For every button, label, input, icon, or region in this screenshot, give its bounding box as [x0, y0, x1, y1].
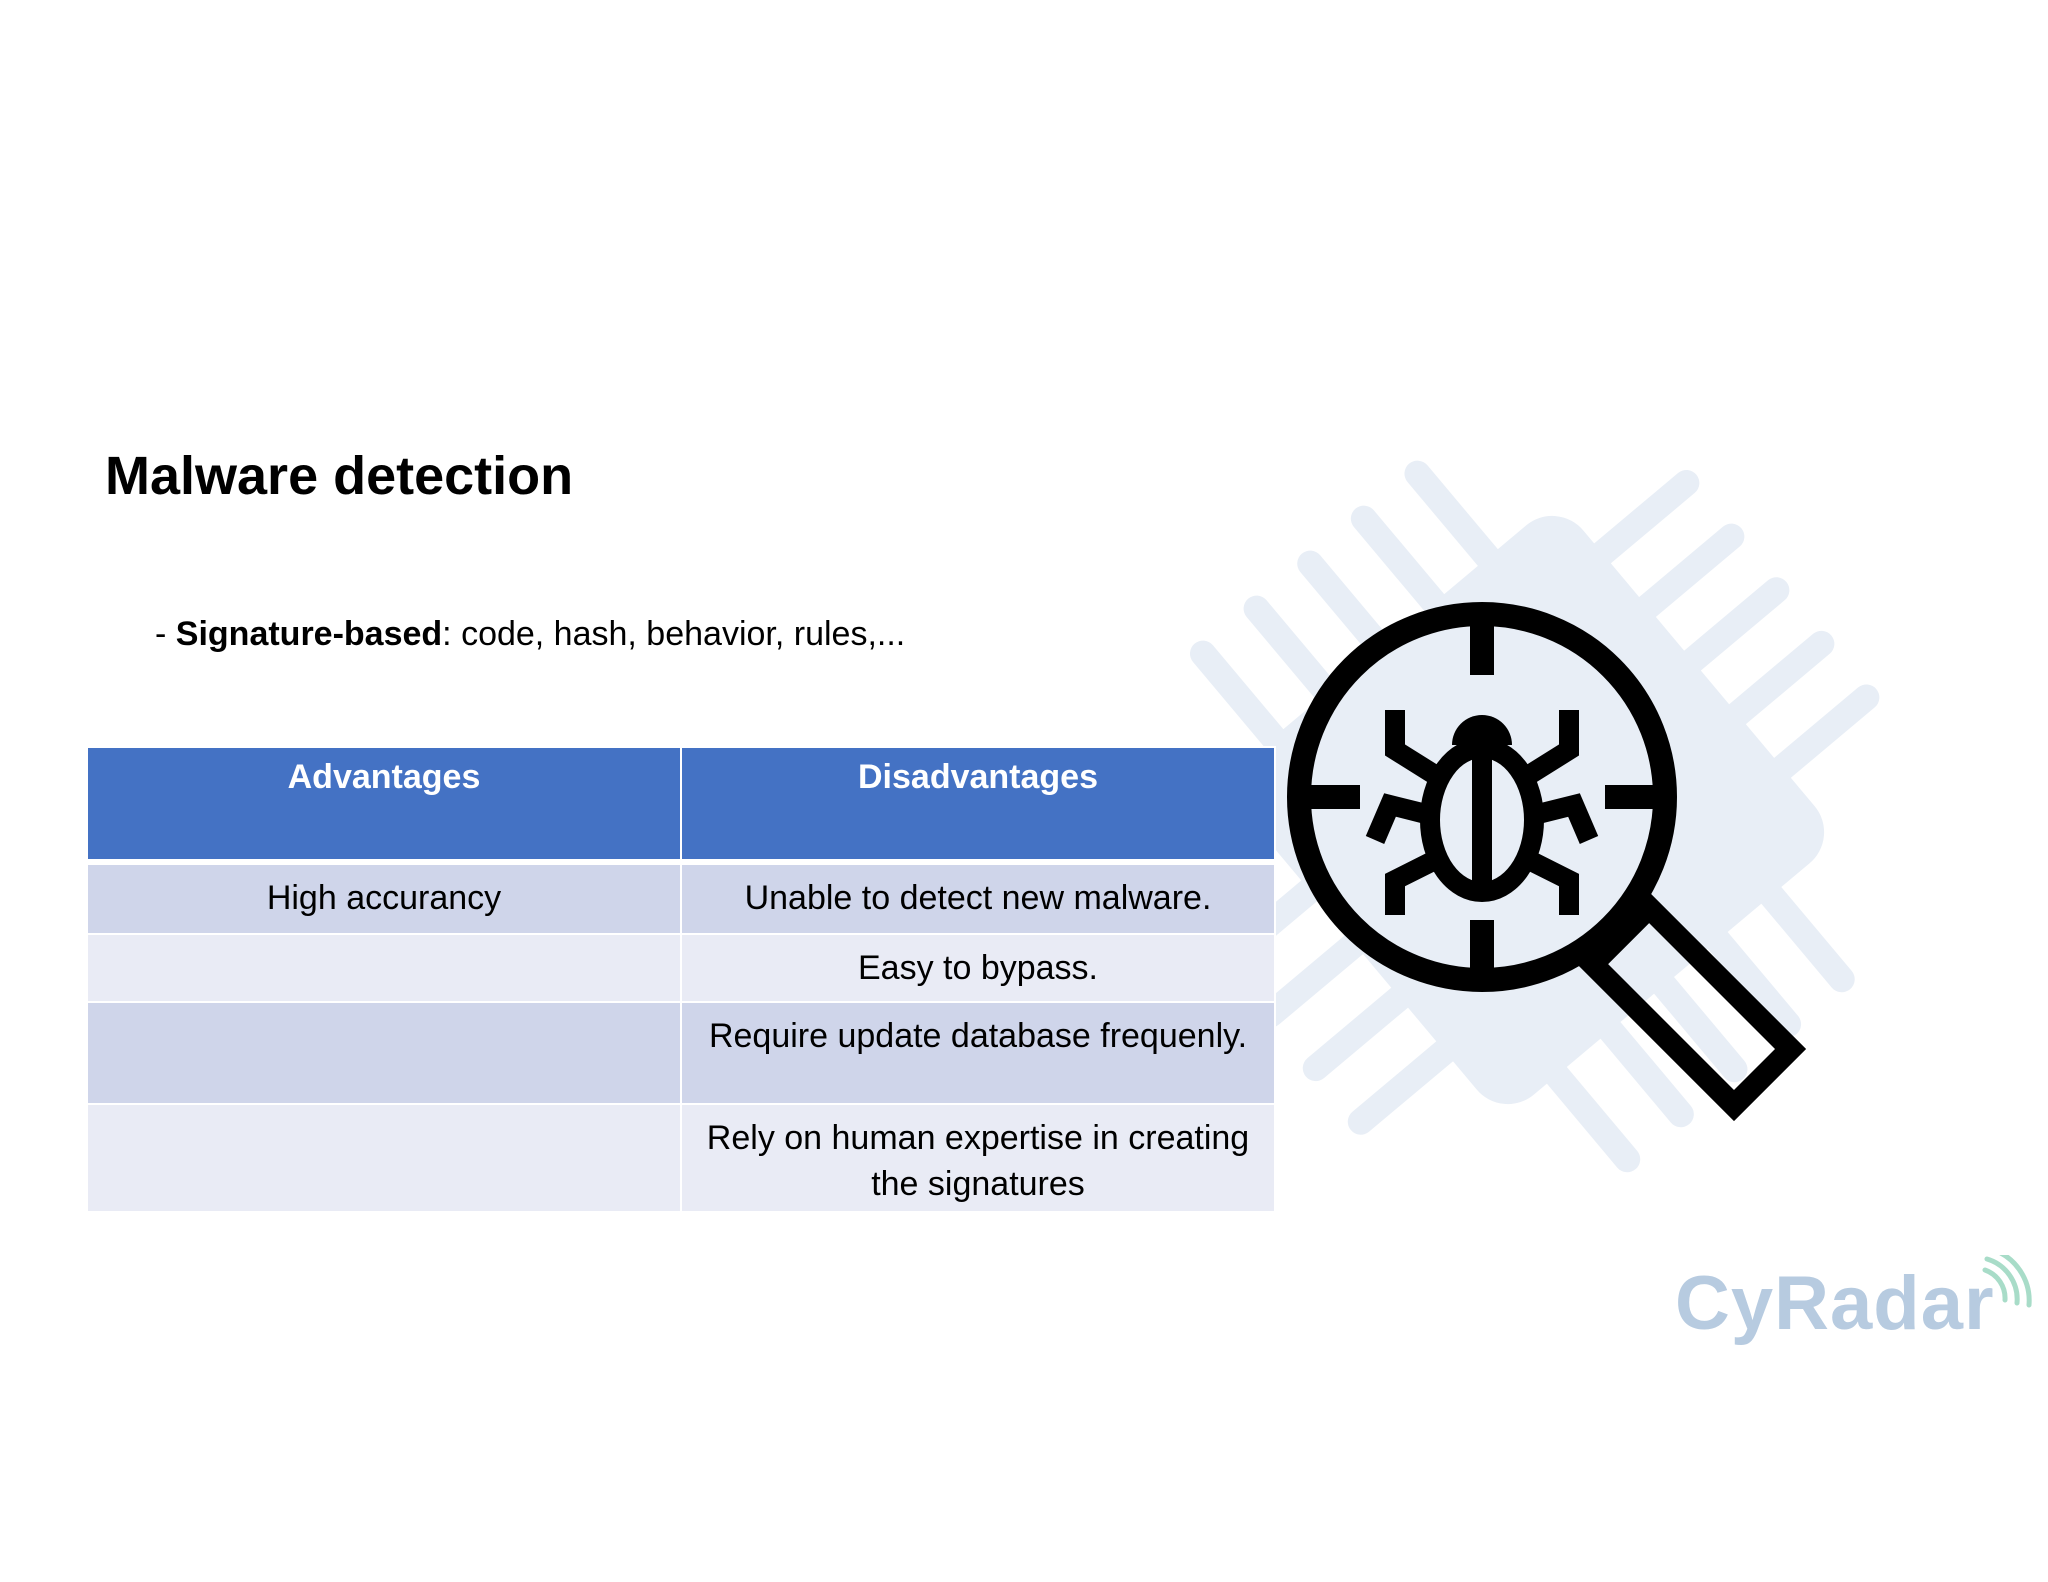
table-row: Rely on human expertise in creating the … [86, 1103, 1276, 1213]
bullet-prefix: - [155, 615, 176, 653]
table-cell: Rely on human expertise in creating the … [680, 1103, 1276, 1213]
table-row: High accurancy Unable to detect new malw… [86, 861, 1276, 935]
bullet-rest: : code, hash, behavior, rules,... [442, 615, 906, 653]
table-row: Easy to bypass. [86, 933, 1276, 1003]
table-header-row: Advantages Disadvantages [86, 746, 1276, 865]
bug-magnifier-icon [1287, 602, 1807, 1122]
table-cell: Easy to bypass. [680, 933, 1276, 1003]
table-cell: High accurancy [86, 861, 682, 935]
table-cell [86, 1001, 682, 1105]
signal-waves-icon [1982, 1255, 2032, 1308]
table-cell: Require update database frequenly. [680, 1001, 1276, 1105]
table-cell: Unable to detect new malware. [680, 861, 1276, 935]
signature-bullet: - Signature-based: code, hash, behavior,… [155, 615, 905, 654]
header-advantages: Advantages [86, 746, 682, 865]
table-row: Require update database frequenly. [86, 1001, 1276, 1105]
table-cell [86, 1103, 682, 1213]
page-title: Malware detection [105, 446, 574, 506]
cyradar-logo: CyRadar [1675, 1261, 1995, 1346]
table-cell [86, 933, 682, 1003]
advantages-table: Advantages Disadvantages High accurancy … [86, 746, 1276, 1213]
header-disadvantages: Disadvantages [680, 746, 1276, 865]
bullet-term: Signature-based [175, 615, 443, 653]
